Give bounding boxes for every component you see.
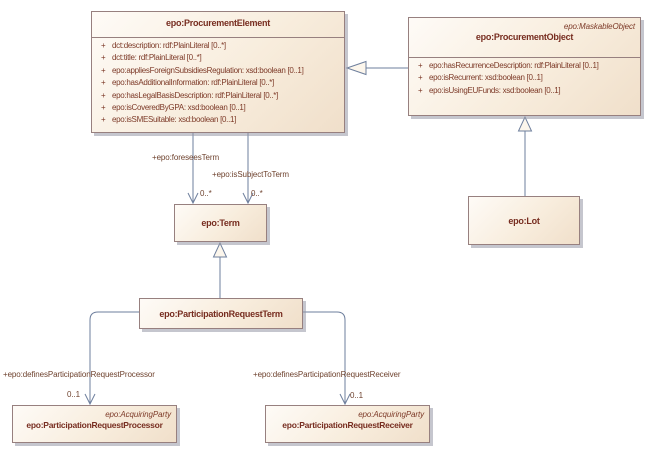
class-title: epo:ParticipationRequestReceiver <box>282 420 413 430</box>
label-foreseesterm: +epo:foreseesTerm <box>152 153 219 162</box>
class-title: epo:Term <box>201 218 240 228</box>
attribute-row: +epo:isSMESuitable: xsd:boolean [0..1] <box>101 115 237 125</box>
class-participation-request-processor[interactable]: epo:AcquiringParty epo:ParticipationRequ… <box>12 405 177 443</box>
class-procurement-element[interactable]: epo:ProcurementElement +dct:description:… <box>91 11 345 133</box>
label-definesparticipationrequestreceiver: +epo:definesParticipationRequestReceiver <box>253 370 401 379</box>
class-term[interactable]: epo:Term <box>174 204 267 242</box>
association-issubjecttoterm[interactable] <box>242 133 254 205</box>
generalization-procurementobject-to-procurementelement[interactable] <box>345 60 408 76</box>
attribute-row: +dct:title: rdf:PlainLiteral [0..*] <box>101 53 202 63</box>
generalization-lot-to-procurementobject[interactable] <box>517 115 533 196</box>
attribute-row: +epo:appliesForeignSubsidiesRegulation: … <box>101 65 304 75</box>
multiplicity-foreseesterm: 0..* <box>200 189 212 198</box>
multiplicity-issubjecttoterm: 0..* <box>251 189 263 198</box>
class-title: epo:Lot <box>508 215 540 226</box>
generalization-participationrequestterm-to-term[interactable] <box>212 241 228 298</box>
attribute-row: +epo:hasAdditionalInformation: rdf:Plain… <box>101 78 274 88</box>
generalization-arrowhead <box>345 60 367 76</box>
class-title: epo:ProcurementElement <box>165 18 271 28</box>
attribute-row: +epo:hasLegalBasisDescription: rdf:Plain… <box>101 90 278 100</box>
class-lot[interactable]: epo:Lot <box>468 196 580 245</box>
open-arrowhead <box>187 192 199 205</box>
class-stereotype: epo:MaskableObject <box>563 22 635 31</box>
generalization-arrowhead <box>517 115 533 132</box>
class-title: epo:ProcurementObject <box>475 32 574 42</box>
attribute-row: +epo:isCoveredByGPA: xsd:boolean [0..1] <box>101 102 246 112</box>
attribute-compartment: +dct:description: rdf:PlainLiteral [0..*… <box>92 38 344 128</box>
open-arrowhead <box>339 393 351 406</box>
class-stereotype: epo:AcquiringParty <box>358 410 424 419</box>
class-procurement-object[interactable]: epo:MaskableObject epo:ProcurementObject… <box>408 17 641 116</box>
open-arrowhead <box>84 393 96 406</box>
attribute-row: +epo:isUsingEUFunds: xsd:boolean [0..1] <box>418 85 561 95</box>
attribute-row: +dct:description: rdf:PlainLiteral [0..*… <box>101 41 226 50</box>
label-definesparticipationrequestprocessor: +epo:definesParticipationRequestProcesso… <box>3 370 155 379</box>
association-definesparticipationrequestreceiver[interactable] <box>303 311 351 406</box>
association-definesparticipationrequestprocessor[interactable] <box>84 311 139 406</box>
generalization-arrowhead <box>212 241 228 258</box>
association-foreseesterm[interactable] <box>187 133 199 205</box>
class-participation-request-receiver[interactable]: epo:AcquiringParty epo:ParticipationRequ… <box>265 405 430 443</box>
attribute-row: +epo:hasRecurrenceDescription: rdf:Plain… <box>418 61 599 70</box>
attribute-row: +epo:isRecurrent: xsd:boolean [0..1] <box>418 73 543 83</box>
attribute-compartment: +epo:hasRecurrenceDescription: rdf:Plain… <box>409 58 640 98</box>
class-participation-request-term[interactable]: epo:ParticipationRequestTerm <box>139 298 303 329</box>
label-issubjecttoterm: +epo:isSubjectToTerm <box>212 170 289 179</box>
class-title: epo:ParticipationRequestProcessor <box>26 420 163 430</box>
open-arrowhead <box>242 192 254 205</box>
multiplicity-definesparticipationrequestprocessor: 0..1 <box>67 390 81 399</box>
multiplicity-definesparticipationrequestreceiver: 0..1 <box>350 391 364 400</box>
class-title: epo:ParticipationRequestTerm <box>159 308 283 319</box>
class-stereotype: epo:AcquiringParty <box>105 410 171 419</box>
